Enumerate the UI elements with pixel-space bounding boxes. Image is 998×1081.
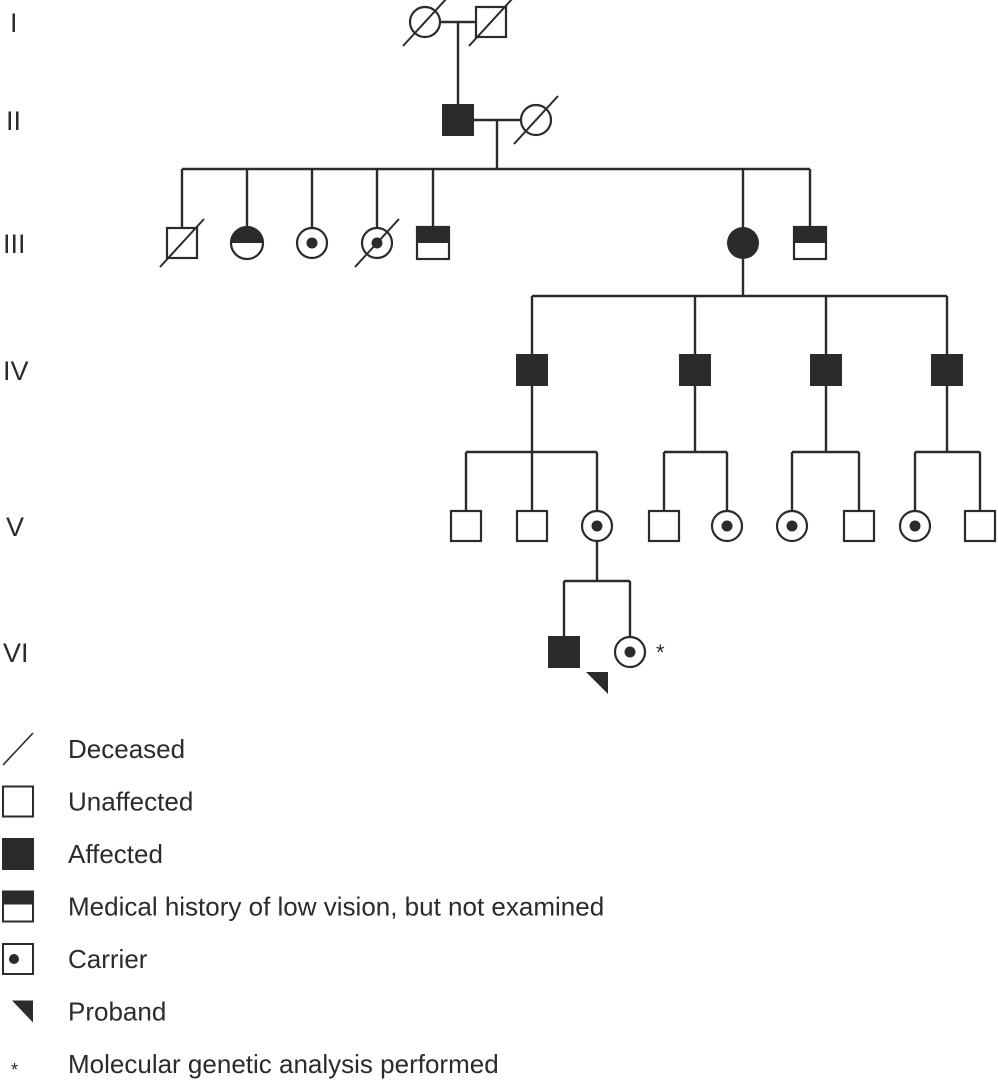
deceased-slash-icon xyxy=(468,0,513,47)
legend-item-proband: Proband xyxy=(12,997,166,1027)
affected-square-icon xyxy=(516,354,548,386)
carrier-dot-icon xyxy=(624,646,636,658)
analysis-marker: * xyxy=(656,640,665,665)
carrier-dot-icon xyxy=(909,520,921,532)
legend-label: Molecular genetic analysis performed xyxy=(68,1049,499,1079)
deceased-slash-icon xyxy=(354,218,400,268)
carrier-dot-icon xyxy=(9,954,19,964)
history-square-fill xyxy=(417,227,449,243)
carrier-dot-icon xyxy=(591,520,603,532)
individuals: * xyxy=(159,0,997,694)
individual-III-7 xyxy=(792,225,828,261)
individual-IV-1 xyxy=(516,354,548,386)
affected-square-icon xyxy=(548,636,580,668)
generation-label: VI xyxy=(3,638,29,668)
individual-V-5 xyxy=(710,509,744,543)
affected-square-icon xyxy=(2,838,34,870)
generation-label: III xyxy=(3,229,26,259)
legend-item-deceased: Deceased xyxy=(2,732,185,766)
analysis-marker-icon: * xyxy=(11,1060,18,1080)
affected-circle-icon xyxy=(727,227,759,259)
legend-label: Carrier xyxy=(68,944,148,974)
generation-label: II xyxy=(6,106,21,136)
relationship-lines xyxy=(180,20,982,636)
individual-V-4 xyxy=(647,509,681,543)
generation-label: I xyxy=(10,8,18,38)
legend-item-unaffected: Unaffected xyxy=(2,785,193,818)
individual-IV-3 xyxy=(810,354,842,386)
individual-I-1 xyxy=(402,0,447,47)
individual-V-6 xyxy=(775,509,809,543)
legend-label: Affected xyxy=(68,839,163,869)
affected-square-icon xyxy=(931,354,963,386)
individual-I-2 xyxy=(468,0,513,47)
legend-item-carrier: Carrier xyxy=(2,943,148,975)
legend-item-history: Medical history of low vision, but not e… xyxy=(2,890,604,923)
legend-label: Deceased xyxy=(68,734,185,764)
individual-III-5 xyxy=(415,225,451,261)
deceased-slash-icon xyxy=(2,732,34,766)
individual-V-2 xyxy=(515,509,549,543)
individual-III-1 xyxy=(159,218,205,268)
legend-label: Proband xyxy=(68,997,166,1027)
carrier-dot-icon xyxy=(306,237,318,249)
history-circle-fill xyxy=(231,227,263,243)
proband-arrow-icon xyxy=(12,1000,33,1023)
history-square-fill xyxy=(794,227,826,243)
square-icon xyxy=(515,509,549,543)
individual-IV-2 xyxy=(679,354,711,386)
proband-arrow-icon xyxy=(586,672,608,694)
legend-item-affected: Affected xyxy=(2,838,163,870)
history-square-fill xyxy=(2,890,34,905)
individual-IV-4 xyxy=(931,354,963,386)
affected-square-icon xyxy=(810,354,842,386)
deceased-slash-icon xyxy=(513,95,559,145)
square-icon xyxy=(449,509,483,543)
individual-III-2 xyxy=(229,225,265,261)
individual-III-6 xyxy=(727,227,759,259)
individual-V-1 xyxy=(449,509,483,543)
carrier-dot-icon xyxy=(721,520,733,532)
carrier-dot-icon xyxy=(786,520,798,532)
generation-label: IV xyxy=(3,356,29,386)
affected-square-icon xyxy=(679,354,711,386)
legend-label: Medical history of low vision, but not e… xyxy=(68,892,604,922)
individual-VI-2: * xyxy=(613,635,665,669)
square-icon xyxy=(647,509,681,543)
individual-V-7 xyxy=(842,509,876,543)
individual-V-8 xyxy=(898,509,932,543)
square-icon xyxy=(842,509,876,543)
individual-III-3 xyxy=(295,226,329,260)
unaffected-square-icon xyxy=(2,785,34,818)
legend-label: Unaffected xyxy=(68,787,193,817)
individual-III-4 xyxy=(354,218,400,268)
square-icon xyxy=(963,509,997,543)
generation-label: V xyxy=(6,512,24,542)
legend-item-analysis: * Molecular genetic analysis performed xyxy=(11,1049,499,1080)
individual-V-3 xyxy=(580,509,614,543)
individual-V-9 xyxy=(963,509,997,543)
individual-VI-1 xyxy=(548,636,608,694)
deceased-slash-icon xyxy=(402,0,447,47)
affected-square-icon xyxy=(442,104,474,136)
deceased-slash-icon xyxy=(159,218,205,268)
individual-II-1 xyxy=(442,104,474,136)
individual-II-2 xyxy=(513,95,559,145)
